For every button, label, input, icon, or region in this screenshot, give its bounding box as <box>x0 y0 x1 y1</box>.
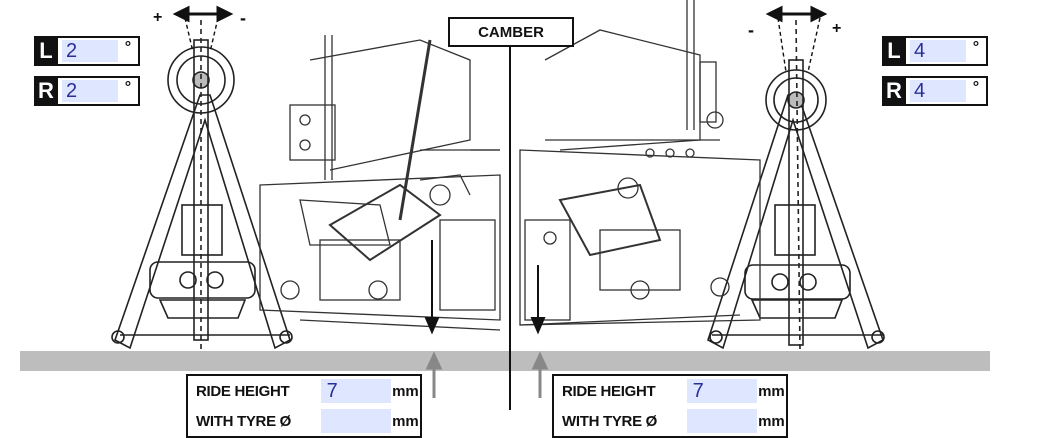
camber-l-badge: L <box>34 36 58 66</box>
mm-unit: mm <box>392 412 419 430</box>
camber-r-input[interactable]: 4 <box>910 80 966 102</box>
right-wheel-stand <box>707 19 885 351</box>
tyre-diameter-input[interactable] <box>320 409 391 433</box>
chassis-left-half <box>259 35 501 331</box>
ride-height-row: RIDE HEIGHT 7 mm <box>188 376 420 406</box>
tyre-diameter-row: WITH TYRE Ø mm <box>188 406 420 436</box>
tyre-diameter-input[interactable] <box>686 409 757 433</box>
left-minus-sign: - <box>240 8 246 28</box>
ride-height-box-left: RIDE HEIGHT 7 mm WITH TYRE Ø mm <box>186 374 422 438</box>
camber-r-badge: R <box>882 76 906 106</box>
tyre-diameter-label: WITH TYRE Ø <box>562 412 658 430</box>
camber-r-input[interactable]: 2 <box>62 80 118 102</box>
ride-height-label: RIDE HEIGHT <box>196 382 290 400</box>
camber-l-field-frame: 4 ° <box>906 36 988 66</box>
ride-height-input[interactable]: 7 <box>686 379 757 403</box>
degree-unit: ° <box>972 39 980 56</box>
camber-r-field-frame: 2 ° <box>58 76 140 106</box>
right-plus-sign: + <box>832 20 842 37</box>
camber-l-badge: L <box>882 36 906 66</box>
left-corner-camber-r: R 2 ° <box>34 76 140 106</box>
tyre-diameter-row: WITH TYRE Ø mm <box>554 406 786 436</box>
ground-line <box>20 351 990 371</box>
camber-l-field-frame: 2 ° <box>58 36 140 66</box>
ride-height-arrows <box>424 240 546 335</box>
ride-height-input[interactable]: 7 <box>320 379 391 403</box>
right-corner-camber-l: L 4 ° <box>882 36 988 66</box>
camber-l-input[interactable]: 4 <box>910 40 966 62</box>
mm-unit: mm <box>392 382 419 400</box>
camber-label-text: CAMBER <box>478 23 544 41</box>
degree-unit: ° <box>124 79 132 96</box>
mm-unit: mm <box>758 412 785 430</box>
ride-height-row: RIDE HEIGHT 7 mm <box>554 376 786 406</box>
chassis-right-half <box>519 0 761 326</box>
camber-label: CAMBER <box>448 17 574 47</box>
camber-l-input[interactable]: 2 <box>62 40 118 62</box>
right-minus-sign: - <box>748 20 754 40</box>
ride-height-label: RIDE HEIGHT <box>562 382 656 400</box>
camber-r-field-frame: 4 ° <box>906 76 988 106</box>
left-camber-arrow <box>172 5 234 23</box>
right-camber-arrow <box>765 5 828 23</box>
ride-height-box-right: RIDE HEIGHT 7 mm WITH TYRE Ø mm <box>552 374 788 438</box>
right-corner-camber-r: R 4 ° <box>882 76 988 106</box>
degree-unit: ° <box>972 79 980 96</box>
camber-r-badge: R <box>34 76 58 106</box>
left-corner-camber-l: L 2 ° <box>34 36 140 66</box>
left-plus-sign: + <box>153 9 163 26</box>
degree-unit: ° <box>124 39 132 56</box>
tyre-diameter-label: WITH TYRE Ø <box>196 412 292 430</box>
mm-unit: mm <box>758 382 785 400</box>
left-wheel-stand <box>111 20 293 350</box>
